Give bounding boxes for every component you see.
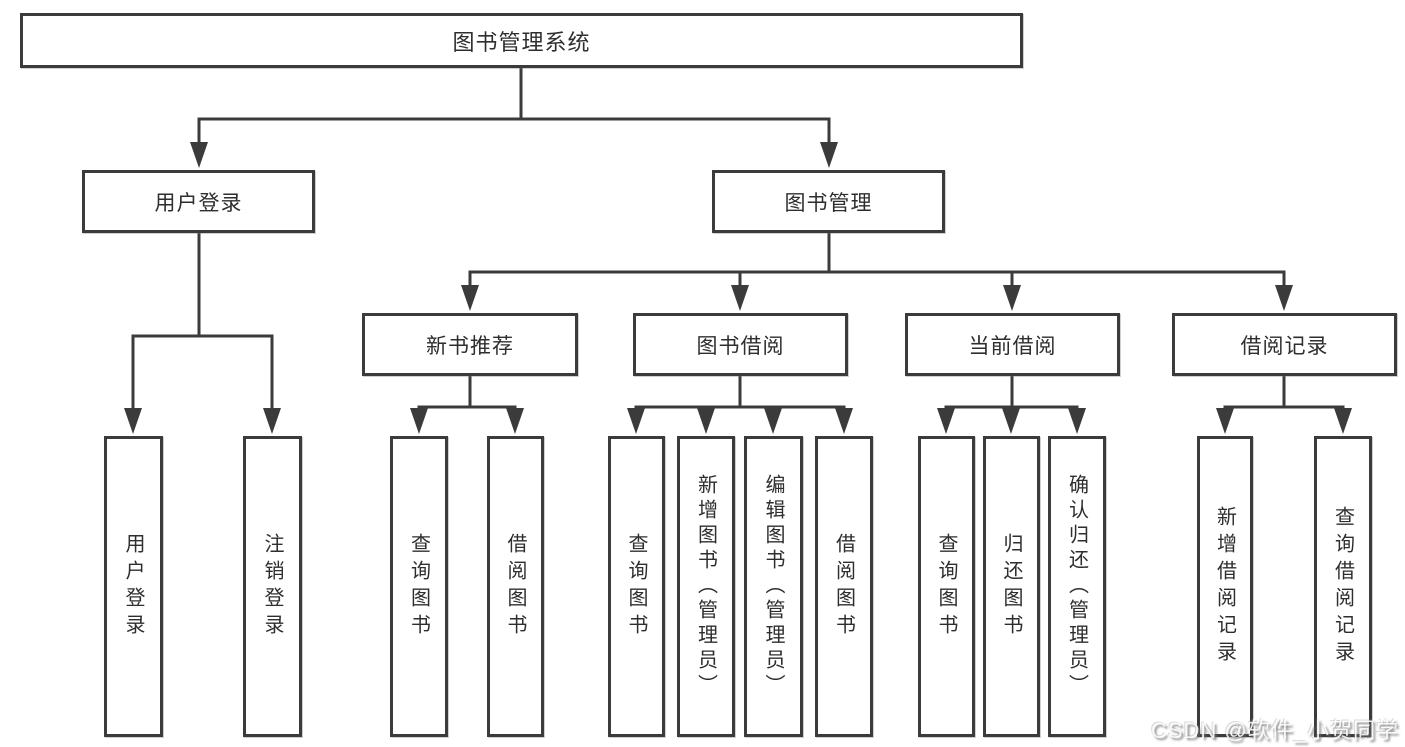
leaf-current-confirm-return-admin: 确认归还（管理员） <box>1048 436 1106 737</box>
leaf-label: 归还图书 <box>1000 532 1022 641</box>
leaf-logout: 注销登录 <box>243 436 302 737</box>
node-book-borrowing: 图书借阅 <box>633 313 848 376</box>
node-book-management: 图书管理 <box>712 170 945 233</box>
node-current-borrow: 当前借阅 <box>905 313 1120 376</box>
leaf-label: 借阅图书 <box>504 532 526 641</box>
node-label: 当前借阅 <box>968 334 1057 358</box>
node-user-login: 用户登录 <box>82 170 315 233</box>
leaf-newbooks-query-books: 查询图书 <box>390 436 448 737</box>
leaf-label: 新增借阅记录 <box>1213 505 1236 668</box>
leaf-label: 编辑图书（管理员） <box>762 474 784 699</box>
node-new-book-recommend: 新书推荐 <box>362 313 578 376</box>
leaf-borrowing-borrow-books: 借阅图书 <box>815 436 873 737</box>
leaf-newbooks-borrow-books: 借阅图书 <box>487 436 544 737</box>
leaf-records-add-record: 新增借阅记录 <box>1197 436 1253 737</box>
node-label: 借阅记录 <box>1240 334 1329 358</box>
leaf-borrowing-add-books-admin: 新增图书（管理员） <box>677 436 735 737</box>
leaf-label: 注销登录 <box>261 532 283 641</box>
leaf-current-query-books: 查询图书 <box>918 436 975 737</box>
node-label: 图书管理系统 <box>452 29 591 55</box>
leaf-label: 用户登录 <box>122 532 144 641</box>
leaf-borrowing-query-books: 查询图书 <box>608 436 665 737</box>
leaf-label: 确认归还（管理员） <box>1065 474 1088 699</box>
node-label: 图书借阅 <box>696 334 785 358</box>
leaf-borrowing-edit-books-admin: 编辑图书（管理员） <box>744 436 803 737</box>
node-label: 用户登录 <box>154 191 243 215</box>
leaf-user-login: 用户登录 <box>104 436 163 737</box>
leaf-label: 查询图书 <box>407 532 430 641</box>
node-borrow-records: 借阅记录 <box>1172 313 1397 376</box>
node-label: 图书管理 <box>784 191 873 215</box>
leaf-label: 查询借阅记录 <box>1331 505 1354 668</box>
node-library-system: 图书管理系统 <box>20 13 1023 68</box>
leaf-label: 借阅图书 <box>832 532 855 641</box>
leaf-label: 查询图书 <box>935 532 957 641</box>
leaf-label: 查询图书 <box>625 532 647 641</box>
node-label: 新书推荐 <box>426 334 514 358</box>
leaf-current-return-books: 归还图书 <box>983 436 1040 737</box>
leaf-label: 新增图书（管理员） <box>694 474 717 699</box>
leaf-records-query-record: 查询借阅记录 <box>1314 436 1372 737</box>
